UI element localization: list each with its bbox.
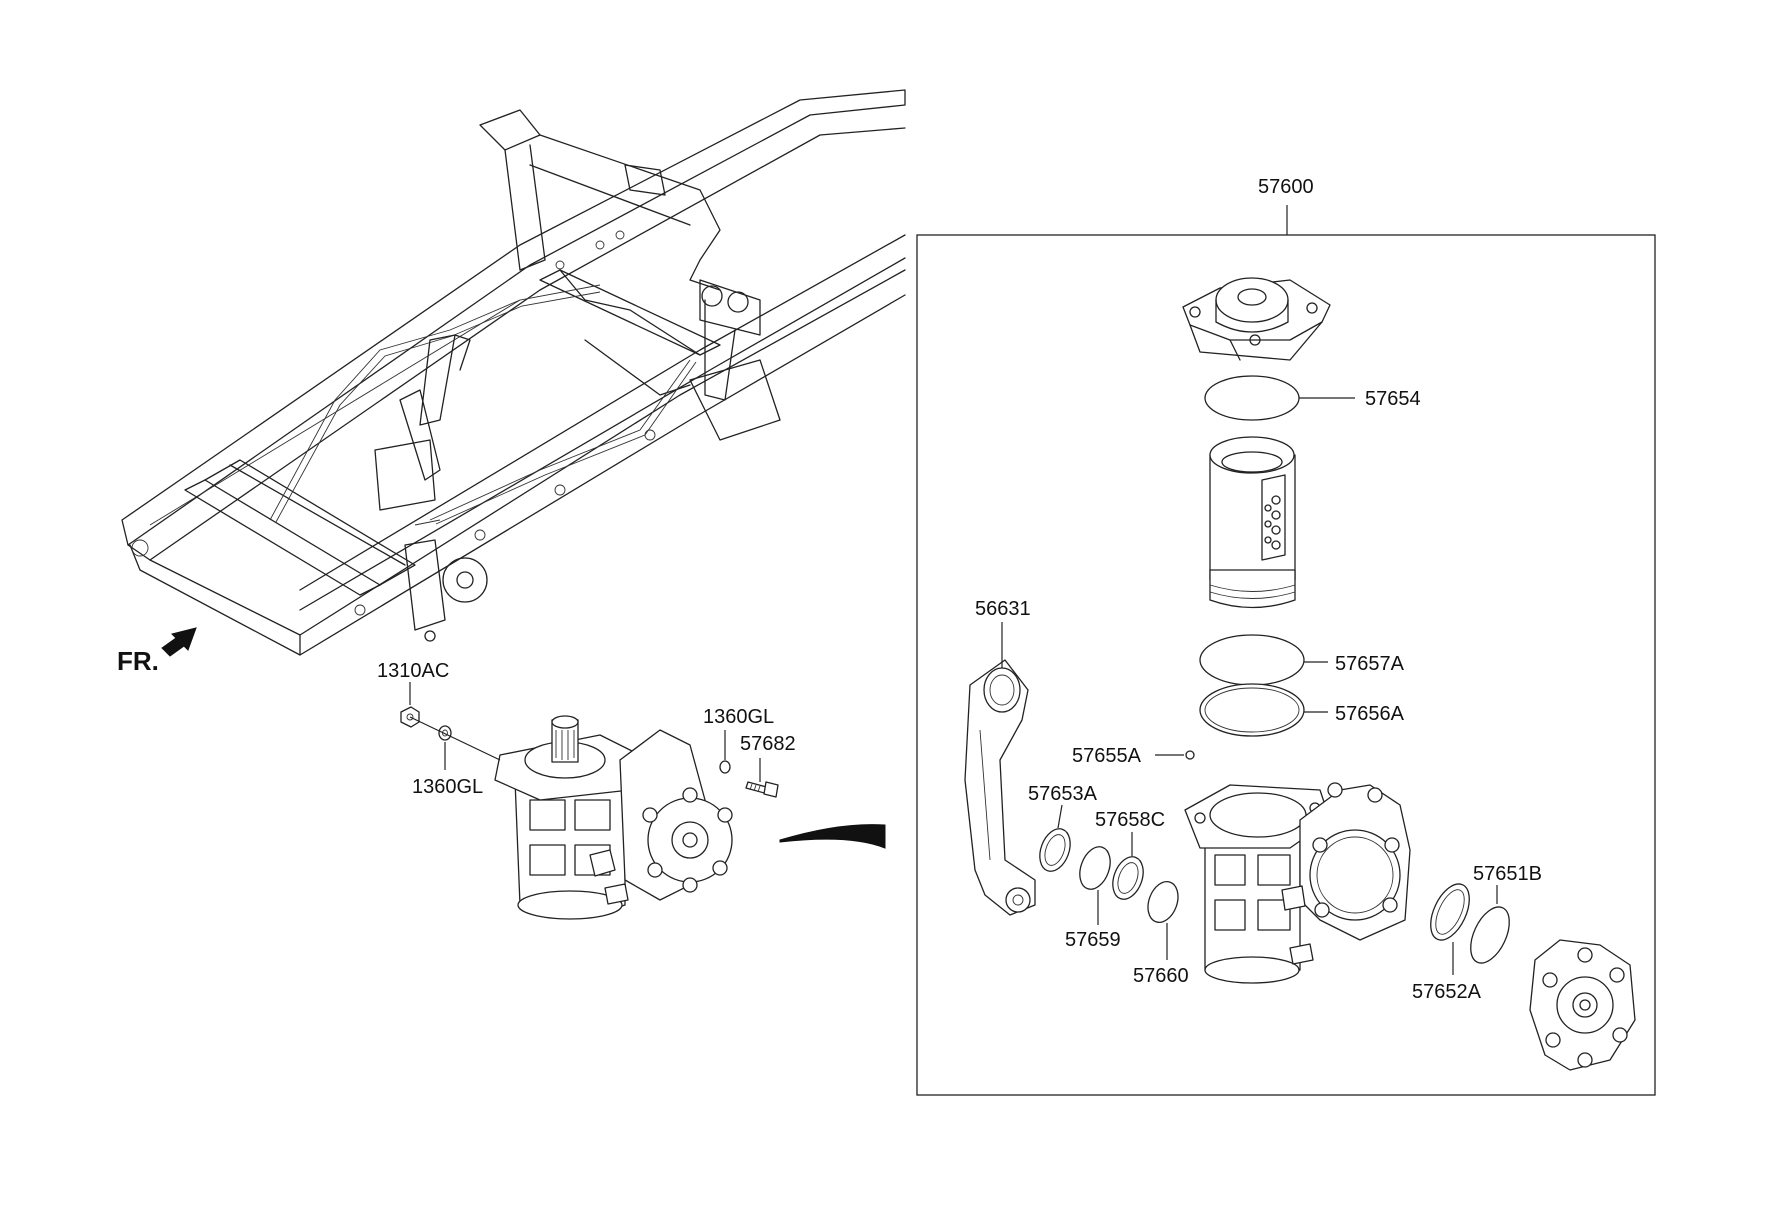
- ring-57659-icon: [1079, 846, 1111, 890]
- side-cover-part: [1529, 939, 1636, 1071]
- front-arrow-icon: [161, 627, 197, 657]
- assembly-box: [916, 234, 1656, 1096]
- seal-57652A-icon: [1430, 883, 1470, 941]
- piston-part: [1209, 436, 1296, 609]
- label-57658C: 57658C: [1095, 809, 1165, 831]
- label-57653A: 57653A: [1028, 783, 1098, 805]
- label-1310AC: 1310AC: [377, 660, 449, 682]
- label-57656A: 57656A: [1335, 703, 1405, 725]
- ball-57655A-icon: [1185, 750, 1195, 760]
- label-57660: 57660: [1133, 965, 1189, 987]
- label-57654: 57654: [1365, 388, 1421, 410]
- front-direction-marker: FR.: [117, 627, 197, 676]
- label-57682: 57682: [740, 733, 796, 755]
- label-57600: 57600: [1258, 176, 1314, 198]
- steering-gear-assembly-left: [494, 715, 733, 920]
- label-57655A: 57655A: [1072, 745, 1142, 767]
- left-hardware: [400, 682, 779, 798]
- callout-arrow-icon: [779, 824, 886, 849]
- bolt-57682-icon: [745, 781, 779, 798]
- label-57651B: 57651B: [1473, 863, 1542, 885]
- ring-57656A-icon: [1199, 683, 1305, 737]
- label-57652A: 57652A: [1412, 981, 1482, 1003]
- ring-57651B-icon: [1470, 906, 1510, 964]
- seal-57658C-icon: [1112, 856, 1144, 900]
- seal-57653A-icon: [1039, 828, 1071, 872]
- ring-57660-icon: [1147, 881, 1179, 923]
- front-direction-label: FR.: [117, 646, 159, 676]
- ring-57657A-icon: [1199, 634, 1305, 686]
- top-cap-part: [1182, 277, 1331, 361]
- label-57657A: 57657A: [1335, 653, 1405, 675]
- washer-1360GL-right-icon: [719, 760, 731, 774]
- seal-57654-icon: [1204, 375, 1300, 421]
- label-1360GL-top: 1360GL: [703, 706, 774, 728]
- label-57659: 57659: [1065, 929, 1121, 951]
- label-1360GL-bottom: 1360GL: [412, 776, 483, 798]
- gear-housing-part: [1184, 782, 1411, 984]
- exploded-view-frame: 57600: [916, 176, 1656, 1096]
- label-56631: 56631: [975, 598, 1031, 620]
- pitman-arm-part: [964, 659, 1036, 916]
- chassis-frame-illustration: [121, 89, 906, 656]
- washer-1360GL-icon: [438, 725, 452, 741]
